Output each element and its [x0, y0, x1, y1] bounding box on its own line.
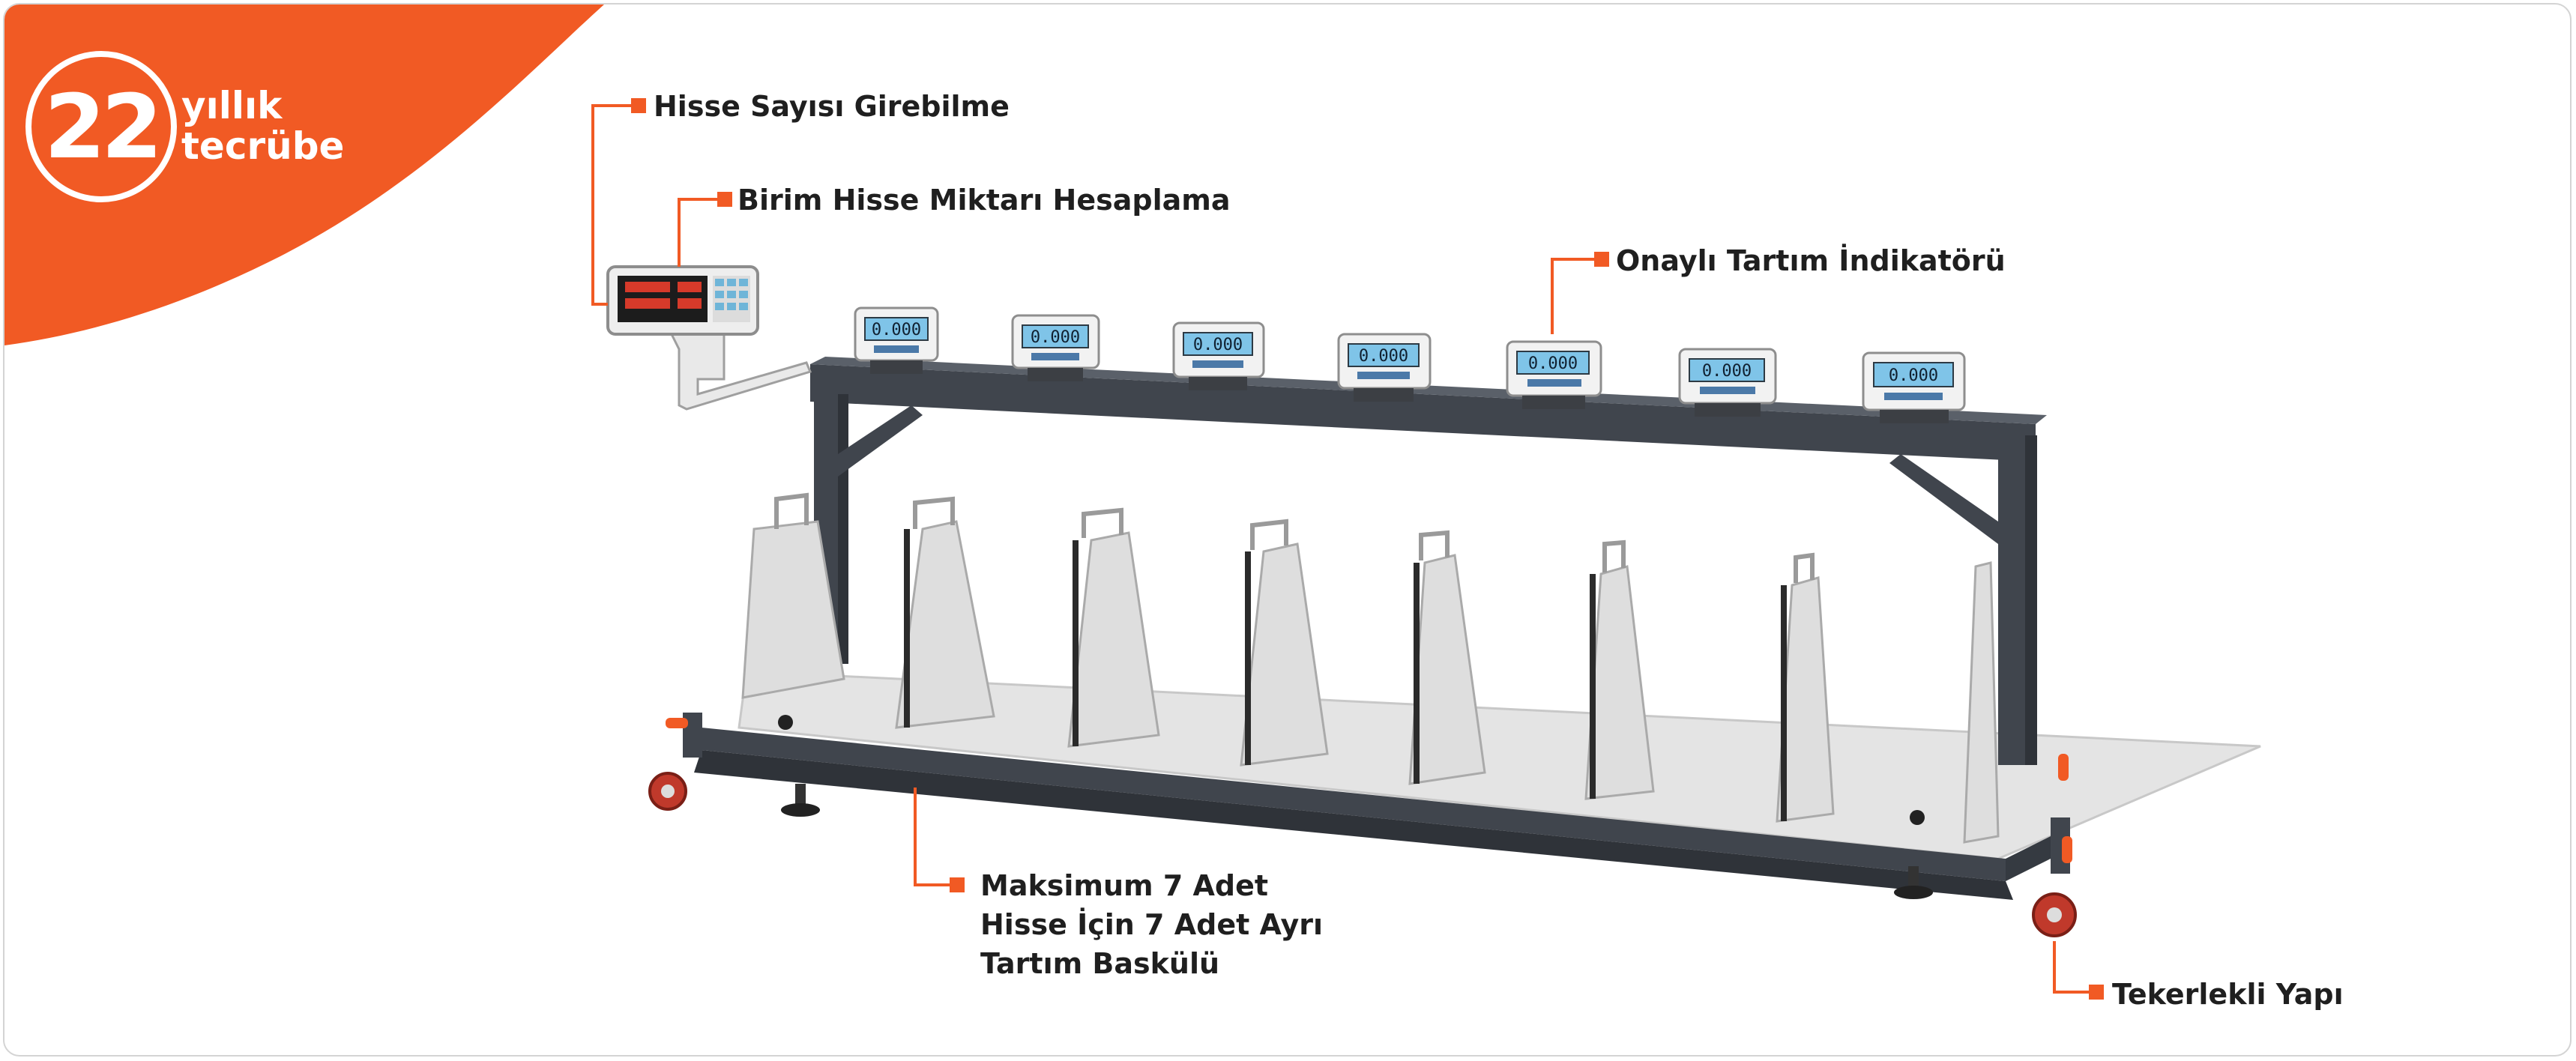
badge-line-1: yıllık: [181, 84, 283, 127]
label-maksimum-line-3: Tartım Baskülü: [980, 947, 1220, 980]
svg-text:0.000: 0.000: [1359, 347, 1408, 366]
experience-badge-number: 22: [25, 51, 177, 202]
svg-text:0.000: 0.000: [872, 321, 921, 339]
svg-text:0.000: 0.000: [1193, 336, 1243, 354]
label-hisse-sayisi: Hisse Sayısı Girebilme: [654, 90, 1010, 123]
weighing-indicators: 0.000 0.000 0.000 0.000: [854, 306, 1966, 423]
divider-plates: [741, 492, 2000, 844]
label-birim-hisse: Birim Hisse Miktarı Hesaplama: [737, 184, 1231, 217]
svg-text:0.000: 0.000: [1702, 362, 1752, 381]
label-tekerlekli: Tekerlekli Yapı: [2112, 978, 2344, 1011]
product-illustration: 0.000 0.000 0.000 0.000: [606, 265, 2261, 937]
label-maksimum-bascul: Maksimum 7 Adet Hisse İçin 7 Adet Ayrı T…: [980, 866, 1323, 983]
indicator-2: 0.000: [1011, 314, 1100, 381]
indicator-4: 0.000: [1337, 333, 1432, 402]
experience-badge-text: yıllık tecrübe: [181, 85, 344, 166]
label-onayli-indikator: Onaylı Tartım İndikatörü: [1616, 244, 2006, 277]
indicator-5: 0.000: [1506, 340, 1602, 409]
indicator-1: 0.000: [854, 306, 939, 374]
svg-text:0.000: 0.000: [1889, 366, 1938, 385]
page-frame: 22 yıllık tecrübe: [3, 3, 2572, 1057]
caster-wheels: [648, 713, 2077, 937]
svg-text:0.000: 0.000: [1528, 354, 1578, 373]
indicator-3: 0.000: [1172, 321, 1265, 390]
badge-line-2: tecrübe: [181, 124, 345, 168]
callout-lines: [591, 98, 2104, 1000]
indicator-7: 0.000: [1862, 351, 1966, 423]
label-maksimum-line-1: Maksimum 7 Adet: [980, 869, 1269, 902]
indicator-6: 0.000: [1678, 348, 1777, 417]
label-maksimum-line-2: Hisse İçin 7 Adet Ayrı: [980, 908, 1324, 941]
svg-text:0.000: 0.000: [1031, 328, 1080, 347]
counting-terminal: [606, 265, 812, 411]
